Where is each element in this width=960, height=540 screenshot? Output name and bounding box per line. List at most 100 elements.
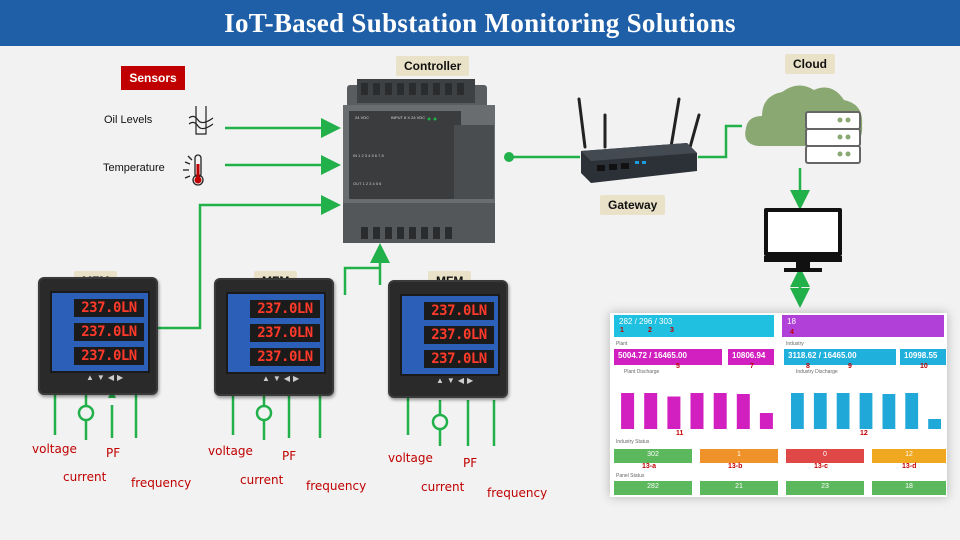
meter-reading: 237.0LN: [424, 350, 494, 368]
monitor-icon: [764, 208, 842, 272]
controller-device: 24 VDC INPUT 8 X 24 VDC IN 1 2 3 4 5 6 7 …: [343, 79, 495, 243]
industry-status-label: Industry Status: [616, 439, 650, 445]
industry-chart-title: Industry Discharge: [796, 369, 838, 375]
chart-bar: [836, 393, 850, 429]
sensor-label-oil: Oil Levels: [104, 114, 153, 126]
label-pf-3: PF: [463, 456, 478, 470]
plant-discharge-chart: [621, 393, 773, 429]
status-card-d: 12: [872, 449, 946, 463]
dashboard-industry-label: Industry: [786, 341, 804, 347]
chart-bar: [813, 393, 827, 429]
meter-reading: 237.0LN: [424, 326, 494, 344]
meter-display: 237.0LN 237.0LN 237.0LN: [226, 292, 326, 374]
label-frequency-1: frequency: [131, 476, 192, 490]
callout-8: 8: [806, 363, 810, 370]
callout-3: 3: [670, 327, 674, 334]
chart-bar: [905, 393, 919, 429]
label-pf-2: PF: [282, 449, 297, 463]
chart-bar: [644, 393, 658, 429]
callout-13d: 13-d: [902, 463, 917, 470]
dashboard-top-right: 18: [782, 315, 944, 337]
chart-bar: [713, 393, 727, 429]
meter-buttons: ▲▼◀▶: [262, 374, 303, 383]
callout-1: 1: [620, 327, 624, 334]
mfm-meter-3: 237.0LN 237.0LN 237.0LN ▲▼◀▶: [388, 280, 508, 398]
meter-reading: 237.0LN: [250, 324, 320, 342]
callout-2: 2: [648, 327, 652, 334]
status-card-a: 302: [614, 449, 692, 463]
svg-text:INPUT 8 X 24 VDC: INPUT 8 X 24 VDC: [391, 115, 425, 120]
panel-status-label: Panel Status: [616, 473, 645, 479]
label-voltage-1: voltage: [32, 442, 77, 456]
status-card-c: 0: [786, 449, 864, 463]
thermometer-icon: [183, 154, 204, 186]
industry-discharge-chart: [791, 393, 941, 429]
status-card-b: 1: [700, 449, 778, 463]
panel-card-c: 23: [786, 481, 864, 495]
dashboard-top-left: 282 / 296 / 303: [614, 315, 774, 337]
label-current-1: current: [63, 470, 107, 484]
meter-reading: 237.0LN: [250, 348, 320, 366]
callout-5: 5: [676, 363, 680, 370]
svg-text:OUT 1 2 3 4 5 6: OUT 1 2 3 4 5 6: [353, 181, 382, 186]
chart-bar: [690, 393, 704, 429]
industry-value-card: 3118.62 / 16465.00: [784, 349, 896, 365]
mfm-meter-1: 237.0LN 237.0LN 237.0LN ▲▼◀▶: [38, 277, 158, 395]
panel-card-b: 21: [700, 481, 778, 495]
chart-bar: [667, 396, 681, 429]
meter-display: 237.0LN 237.0LN 237.0LN: [50, 291, 150, 373]
svg-text:24 VDC: 24 VDC: [355, 115, 369, 120]
label-voltage-3: voltage: [388, 451, 433, 465]
gateway-tag: Gateway: [600, 195, 666, 215]
meter-buttons: ▲▼◀▶: [436, 376, 477, 385]
meter-reading: 237.0LN: [74, 347, 144, 365]
chart-bar: [736, 394, 750, 429]
callout-10: 10: [920, 363, 928, 370]
dashboard-screenshot: 282 / 296 / 303 18 1 2 3 4 Plant Industr…: [610, 313, 947, 497]
title-bar: IoT-Based Substation Monitoring Solution…: [0, 0, 960, 46]
callout-7: 7: [750, 363, 754, 370]
label-current-2: current: [240, 473, 284, 487]
label-current-3: current: [421, 480, 465, 494]
meter-reading: 237.0LN: [250, 300, 320, 318]
chart-bar: [928, 419, 941, 429]
meter-reading: 237.0LN: [424, 302, 494, 320]
plant-chart-title: Plant Discharge: [624, 369, 660, 375]
dashboard-plant-label: Plant: [616, 341, 628, 347]
cloud-tag: Cloud: [785, 54, 835, 74]
chart-bar: [882, 394, 896, 429]
label-frequency-3: frequency: [487, 486, 548, 500]
callout-13a: 13-a: [642, 463, 657, 470]
meter-reading: 237.0LN: [74, 323, 144, 341]
plant-side-card: 10806.94: [728, 349, 774, 365]
svg-text:IN 1 2 3 4 5 6 7 8: IN 1 2 3 4 5 6 7 8: [353, 153, 384, 158]
industry-side-card: 10998.55: [900, 349, 946, 365]
chart-bar: [859, 393, 873, 429]
callout-11: 11: [676, 430, 684, 437]
meter-reading: 237.0LN: [74, 299, 144, 317]
sensor-label-temperature: Temperature: [103, 162, 165, 174]
chart-bar: [791, 393, 804, 429]
page-title: IoT-Based Substation Monitoring Solution…: [224, 7, 736, 38]
panel-card-a: 282: [614, 481, 692, 495]
callout-13c: 13-c: [814, 463, 829, 470]
label-pf-1: PF: [106, 446, 121, 460]
callout-13b: 13-b: [728, 463, 743, 470]
callout-9: 9: [848, 363, 852, 370]
mfm-meter-2: 237.0LN 237.0LN 237.0LN ▲▼◀▶: [214, 278, 334, 396]
chart-bar: [621, 393, 635, 429]
chart-bar: [759, 413, 773, 429]
callout-4: 4: [790, 329, 794, 336]
plant-value-card: 5004.72 / 16465.00: [614, 349, 722, 365]
cloud-server-icon: [745, 85, 863, 164]
meter-display: 237.0LN 237.0LN 237.0LN: [400, 294, 500, 376]
label-frequency-2: frequency: [306, 479, 367, 493]
callout-12: 12: [860, 430, 868, 437]
oil-level-icon: [188, 106, 214, 135]
controller-tag: Controller: [396, 56, 470, 76]
gateway-router-icon: [577, 97, 701, 183]
label-voltage-2: voltage: [208, 444, 253, 458]
panel-card-d: 18: [872, 481, 946, 495]
meter-buttons: ▲▼◀▶: [86, 373, 127, 382]
sensors-tag: Sensors: [121, 66, 185, 90]
